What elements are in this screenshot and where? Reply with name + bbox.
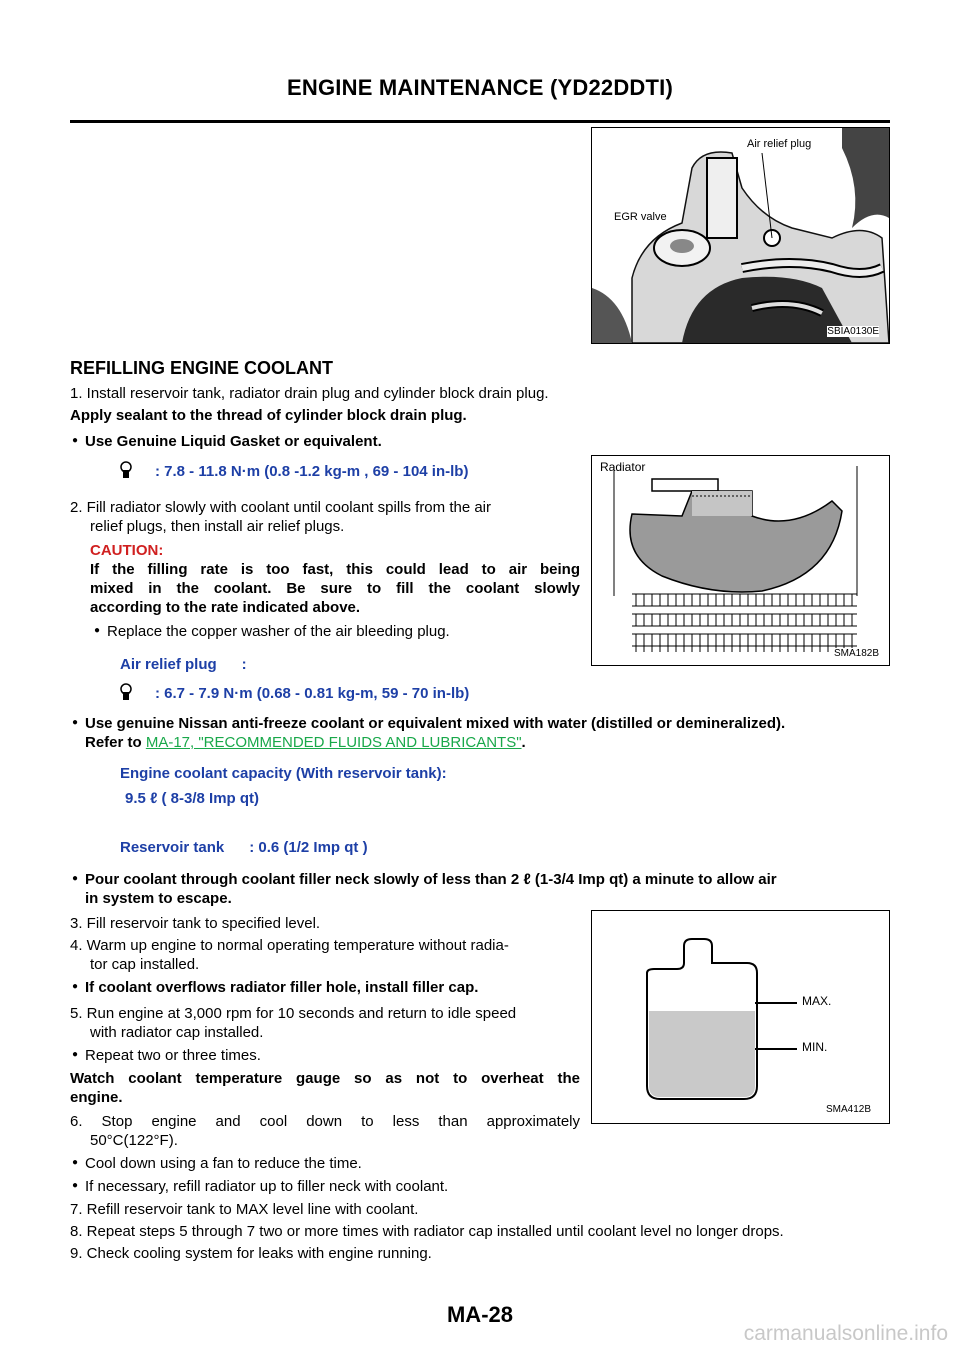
watch-note-line-2: engine. xyxy=(70,1089,123,1106)
step-5-line-2: with radiator cap installed. xyxy=(90,1024,264,1041)
bullet-icon: ● xyxy=(72,873,79,884)
watch-note-line-1: Watch coolant temperature gauge so as no… xyxy=(70,1070,580,1087)
caution-line-2: mixed in the coolant. Be sure to fill th… xyxy=(90,580,580,597)
bullet-text: If coolant overflows radiator filler hol… xyxy=(85,979,479,996)
step-6-line-2: 50°C(122°F). xyxy=(90,1132,178,1149)
bullet-icon: ● xyxy=(94,625,101,636)
bullet-text: Repeat two or three times. xyxy=(85,1047,261,1064)
figure-radiator: Radiator SMA182B xyxy=(591,455,890,666)
bullet-text: Use Genuine Liquid Gasket or equivalent. xyxy=(85,433,382,450)
step-4-line-2: tor cap installed. xyxy=(90,956,200,973)
step-9: 9. Check cooling system for leaks with e… xyxy=(70,1245,432,1262)
caution-line-3: according to the rate indicated above. xyxy=(90,599,361,616)
step-1: 1. Install reservoir tank, radiator drai… xyxy=(70,385,549,402)
air-relief-plug-spec: Air relief plug : xyxy=(120,656,247,673)
step-4-line-1: 4. Warm up engine to normal operating te… xyxy=(70,937,509,954)
torque-value: : 6.7 - 7.9 N·m (0.68 - 0.81 kg-m, 59 - … xyxy=(155,685,470,702)
recommended-fluids-link[interactable]: MA-17, "RECOMMENDED FLUIDS AND LUBRICANT… xyxy=(145,734,522,751)
label-min: MIN. xyxy=(802,1040,828,1054)
label-egr-valve: EGR valve xyxy=(614,211,667,223)
bullet-text: Replace the copper washer of the air ble… xyxy=(107,623,450,640)
bullet-text: If necessary, refill radiator up to fill… xyxy=(85,1178,449,1195)
apply-sealant-note: Apply sealant to the thread of cylinder … xyxy=(70,407,467,424)
bullet-text: Cool down using a fan to reduce the time… xyxy=(85,1155,362,1172)
bullet-icon: ● xyxy=(72,1180,79,1191)
label-radiator: Radiator xyxy=(600,460,646,474)
bullet-text: Use genuine Nissan anti-freeze coolant o… xyxy=(85,715,786,732)
step-7: 7. Refill reservoir tank to MAX level li… xyxy=(70,1201,419,1218)
caution-line-1: If the filling rate is too fast, this co… xyxy=(90,561,580,578)
torque-wrench-icon xyxy=(120,683,132,700)
step-2-line-1: 2. Fill radiator slowly with coolant unt… xyxy=(70,499,492,516)
bullet-icon: ● xyxy=(72,435,79,446)
figure-code: SMA182B xyxy=(833,648,879,659)
figure-reservoir-tank: MAX. MIN. SMA412B xyxy=(591,910,890,1124)
step-5-line-1: 5. Run engine at 3,000 rpm for 10 second… xyxy=(70,1005,517,1022)
coolant-capacity-label: Engine coolant capacity (With reservoir … xyxy=(120,765,447,782)
bullet-text: Pour coolant through coolant filler neck… xyxy=(85,871,777,888)
coolant-capacity-value: 9.5 ℓ ( 8-3/8 Imp qt) xyxy=(125,790,260,807)
bullet-icon: ● xyxy=(72,1157,79,1168)
figure-code: SMA412B xyxy=(825,1104,871,1115)
watermark: carmanualsonline.info xyxy=(743,1322,948,1345)
page-number: MA-28 xyxy=(446,1302,513,1327)
caution-label: CAUTION: xyxy=(90,542,164,559)
refer-prefix: Refer to xyxy=(85,734,146,751)
refer-suffix: . xyxy=(521,734,526,751)
bullet-icon: ● xyxy=(72,1049,79,1060)
torque-value: : 7.8 - 11.8 N·m (0.8 -1.2 kg-m , 69 - 1… xyxy=(155,463,469,480)
step-3: 3. Fill reservoir tank to specified leve… xyxy=(70,915,321,932)
figure-code: SBIA0130E xyxy=(827,326,879,337)
figure-air-relief-plug: Air relief plug EGR valve SBIA0130E xyxy=(591,127,890,344)
reservoir-tank-illustration xyxy=(646,938,797,1100)
radiator-illustration xyxy=(613,466,858,652)
page-header-title: ENGINE MAINTENANCE (YD22DDTI) xyxy=(287,75,673,100)
bullet-4-cont: in system to escape. xyxy=(85,890,232,907)
step-2-line-2: relief plugs, then install air relief pl… xyxy=(90,518,345,535)
bullet-icon: ● xyxy=(72,981,79,992)
label-max: MAX. xyxy=(802,994,832,1008)
label-air-relief-plug: Air relief plug xyxy=(747,138,812,150)
torque-wrench-icon xyxy=(120,461,132,478)
refer-line: Refer to MA-17, "RECOMMENDED FLUIDS AND … xyxy=(85,733,526,752)
engine-illustration xyxy=(592,128,889,343)
header-rule xyxy=(70,120,890,123)
bullet-icon: ● xyxy=(72,717,79,728)
reservoir-tank-spec: Reservoir tank : 0.6 (1/2 Imp qt ) xyxy=(120,839,368,856)
step-8: 8. Repeat steps 5 through 7 two or more … xyxy=(70,1223,784,1240)
step-6-line-1: 6. Stop engine and cool down to less tha… xyxy=(70,1113,580,1130)
section-title: REFILLING ENGINE COOLANT xyxy=(70,358,333,378)
